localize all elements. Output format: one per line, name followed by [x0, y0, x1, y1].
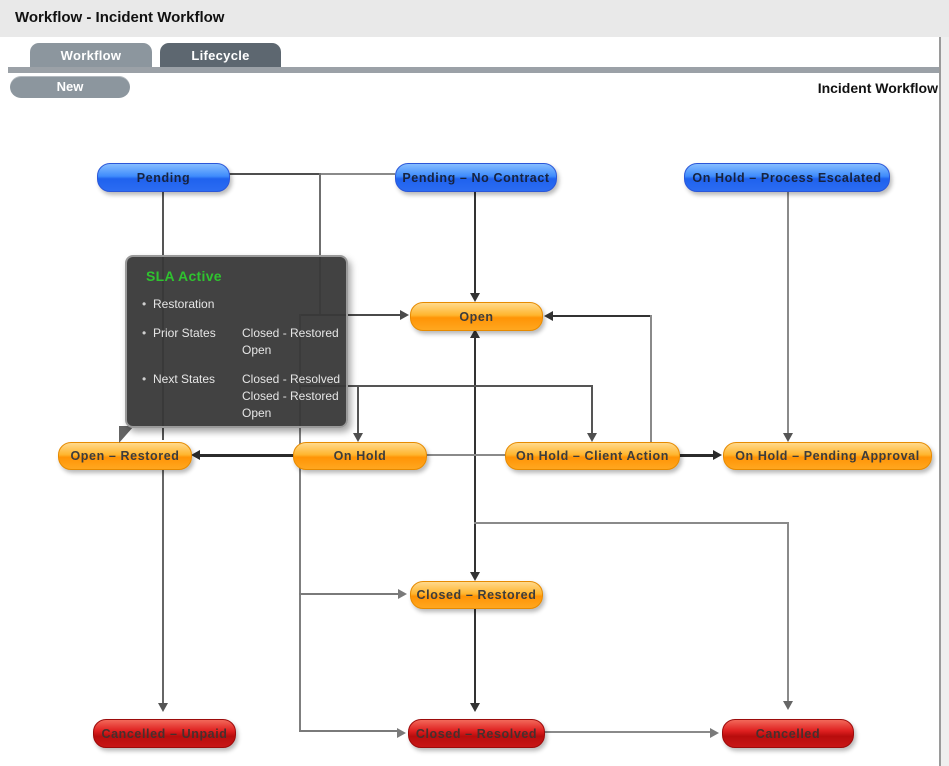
tooltip-row-label: Restoration [140, 296, 242, 313]
tooltip-row-value: Closed - Restored [242, 389, 339, 403]
sla-tooltip-title: SLA Active [146, 268, 222, 284]
arrowhead-down [783, 701, 793, 710]
tooltip-row-value: Closed - Restored [242, 326, 339, 340]
arrowhead-right [398, 589, 407, 599]
sla-tooltip: SLA Active RestorationPrior StatesClosed… [125, 255, 348, 428]
connector-line [357, 385, 359, 434]
connector-line [162, 468, 164, 704]
connector-line [299, 593, 398, 595]
tooltip-row-label: Prior States [140, 325, 242, 359]
arrowhead-down [587, 433, 597, 442]
tooltip-row-label: Next States [140, 371, 242, 422]
state-node-cancelled-unpaid[interactable]: Cancelled – Unpaid [93, 719, 236, 748]
connector-line [197, 454, 293, 457]
state-node-open[interactable]: Open [410, 302, 543, 331]
arrowhead-down [353, 433, 363, 442]
connector-line [591, 385, 593, 434]
connector-line [678, 454, 714, 457]
connector-line [550, 315, 651, 317]
tooltip-row-value: Open [242, 406, 272, 420]
arrowhead-right [710, 728, 719, 738]
state-node-on-hold-process-escalated[interactable]: On Hold – Process Escalated [684, 163, 890, 192]
tooltip-row: Restoration [140, 296, 346, 313]
tab-lifecycle[interactable]: Lifecycle [160, 43, 281, 67]
connector-line [474, 607, 476, 704]
arrowhead-up [470, 329, 480, 338]
arrowhead-right [397, 728, 406, 738]
arrowhead-down [783, 433, 793, 442]
connector-line [228, 173, 321, 175]
tab-underline-bar [8, 67, 941, 73]
workflow-name-label: Incident Workflow [817, 80, 938, 96]
arrowhead-down [158, 703, 168, 712]
page-title: Workflow - Incident Workflow [15, 9, 225, 26]
connector-line [299, 730, 397, 732]
arrowhead-down [470, 293, 480, 302]
connector-line [299, 314, 301, 731]
arrowhead-left [191, 450, 200, 460]
arrowhead-down [470, 703, 480, 712]
state-node-closed-resolved[interactable]: Closed – Resolved [408, 719, 545, 748]
connector-line [787, 190, 789, 434]
new-button[interactable]: New [10, 76, 130, 98]
connector-line [474, 190, 476, 294]
state-node-cancelled[interactable]: Cancelled [722, 719, 854, 748]
state-node-on-hold-pending-approval[interactable]: On Hold – Pending Approval [723, 442, 932, 470]
window-title-bar: Workflow - Incident Workflow [0, 0, 949, 37]
connector-line [426, 454, 505, 456]
arrowhead-left [544, 311, 553, 321]
connector-line [300, 314, 400, 316]
connector-line [650, 315, 652, 442]
state-node-on-hold[interactable]: On Hold [293, 442, 427, 470]
tooltip-row-value: Open [242, 343, 272, 357]
connector-line [474, 522, 789, 524]
state-node-on-hold-client-action[interactable]: On Hold – Client Action [505, 442, 680, 470]
connector-line [787, 522, 789, 702]
connector-line [319, 173, 321, 315]
tooltip-row-value: Closed - Resolved [242, 372, 341, 386]
arrowhead-right [400, 310, 409, 320]
state-node-pending-no-contract[interactable]: Pending – No Contract [395, 163, 557, 192]
connector-line [300, 385, 592, 387]
connector-line [543, 731, 711, 733]
state-node-open-restored[interactable]: Open – Restored [58, 442, 192, 470]
state-node-pending[interactable]: Pending [97, 163, 230, 192]
arrowhead-down [470, 572, 480, 581]
tooltip-pointer [119, 426, 134, 443]
arrowhead-right [713, 450, 722, 460]
connector-line [320, 173, 395, 175]
tooltip-row-values [242, 296, 346, 313]
content-right-border [939, 37, 949, 766]
tab-workflow[interactable]: Workflow [30, 43, 152, 67]
state-node-closed-restored[interactable]: Closed – Restored [410, 581, 543, 609]
